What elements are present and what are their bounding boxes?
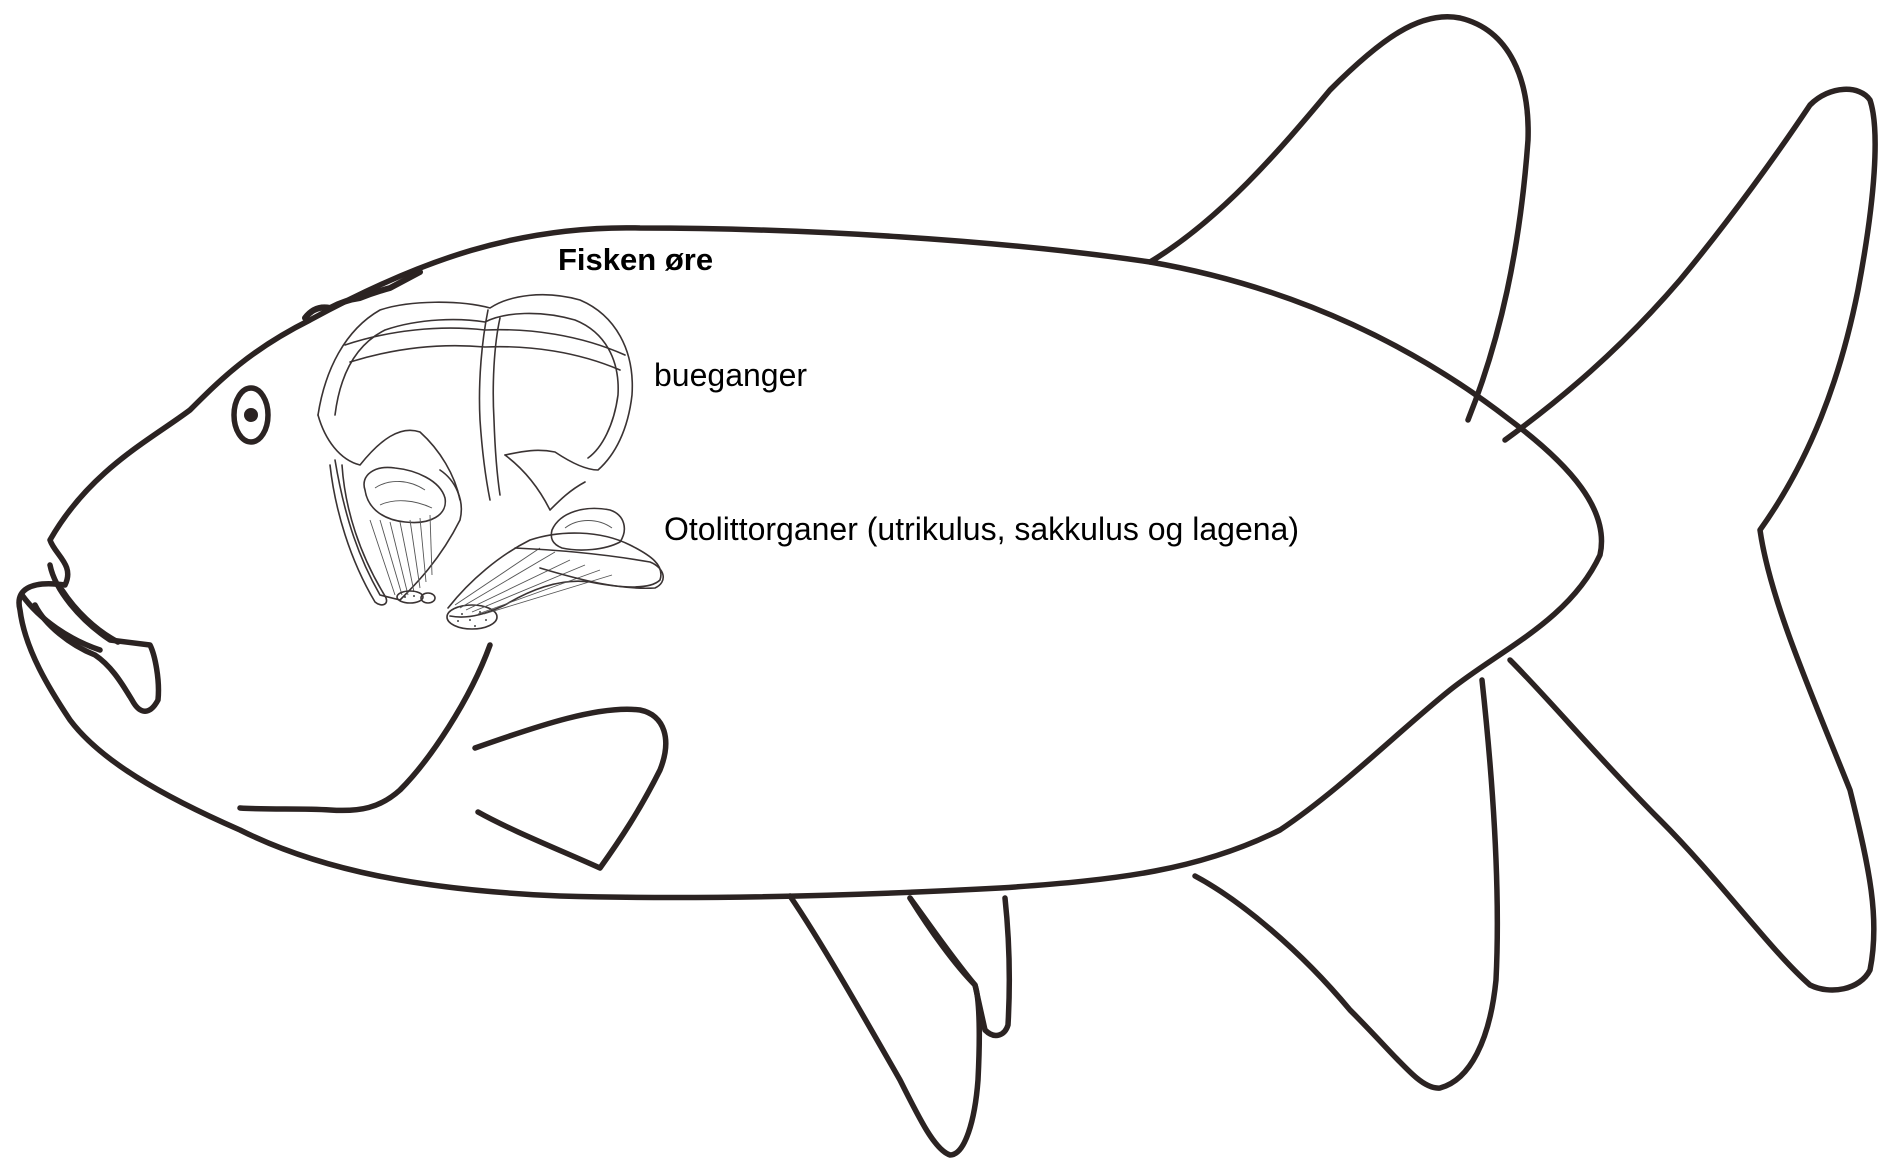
semicircular-canal-divider-inner — [493, 318, 500, 495]
semicircular-canals-label: bueganger — [654, 357, 807, 394]
lagena — [448, 533, 661, 617]
tail-fin-outline — [1505, 89, 1875, 990]
anal-fin-outline — [1195, 680, 1497, 1088]
inner-ear-illustration — [318, 295, 663, 629]
pelvic-fin-rear-outline — [910, 898, 1009, 1035]
diagram-title: Fisken øre — [558, 242, 713, 278]
utriculus — [364, 467, 445, 522]
semicircular-canals-inner — [335, 313, 618, 458]
dorsal-fin-outline — [1150, 17, 1528, 420]
eye-pupil — [244, 408, 258, 422]
semicircular-canal-horizontal — [345, 328, 625, 355]
pectoral-fin-outline — [475, 709, 666, 868]
sacculus-striations — [370, 515, 432, 595]
utriculus-detail — [375, 481, 432, 508]
small-sac-detail — [565, 521, 612, 529]
fish-body-outline — [19, 228, 1601, 898]
small-sac — [551, 508, 624, 550]
pelvic-fin-outline — [790, 896, 979, 1155]
semicircular-canal-divider — [479, 310, 490, 500]
otolith-blob-1 — [397, 591, 423, 603]
otolith-organs-label: Otolittorganer (utrikulus, sakkulus og l… — [664, 511, 1299, 548]
semicircular-canal-horizontal-inner — [350, 346, 620, 370]
gill-cover-line — [240, 645, 490, 810]
